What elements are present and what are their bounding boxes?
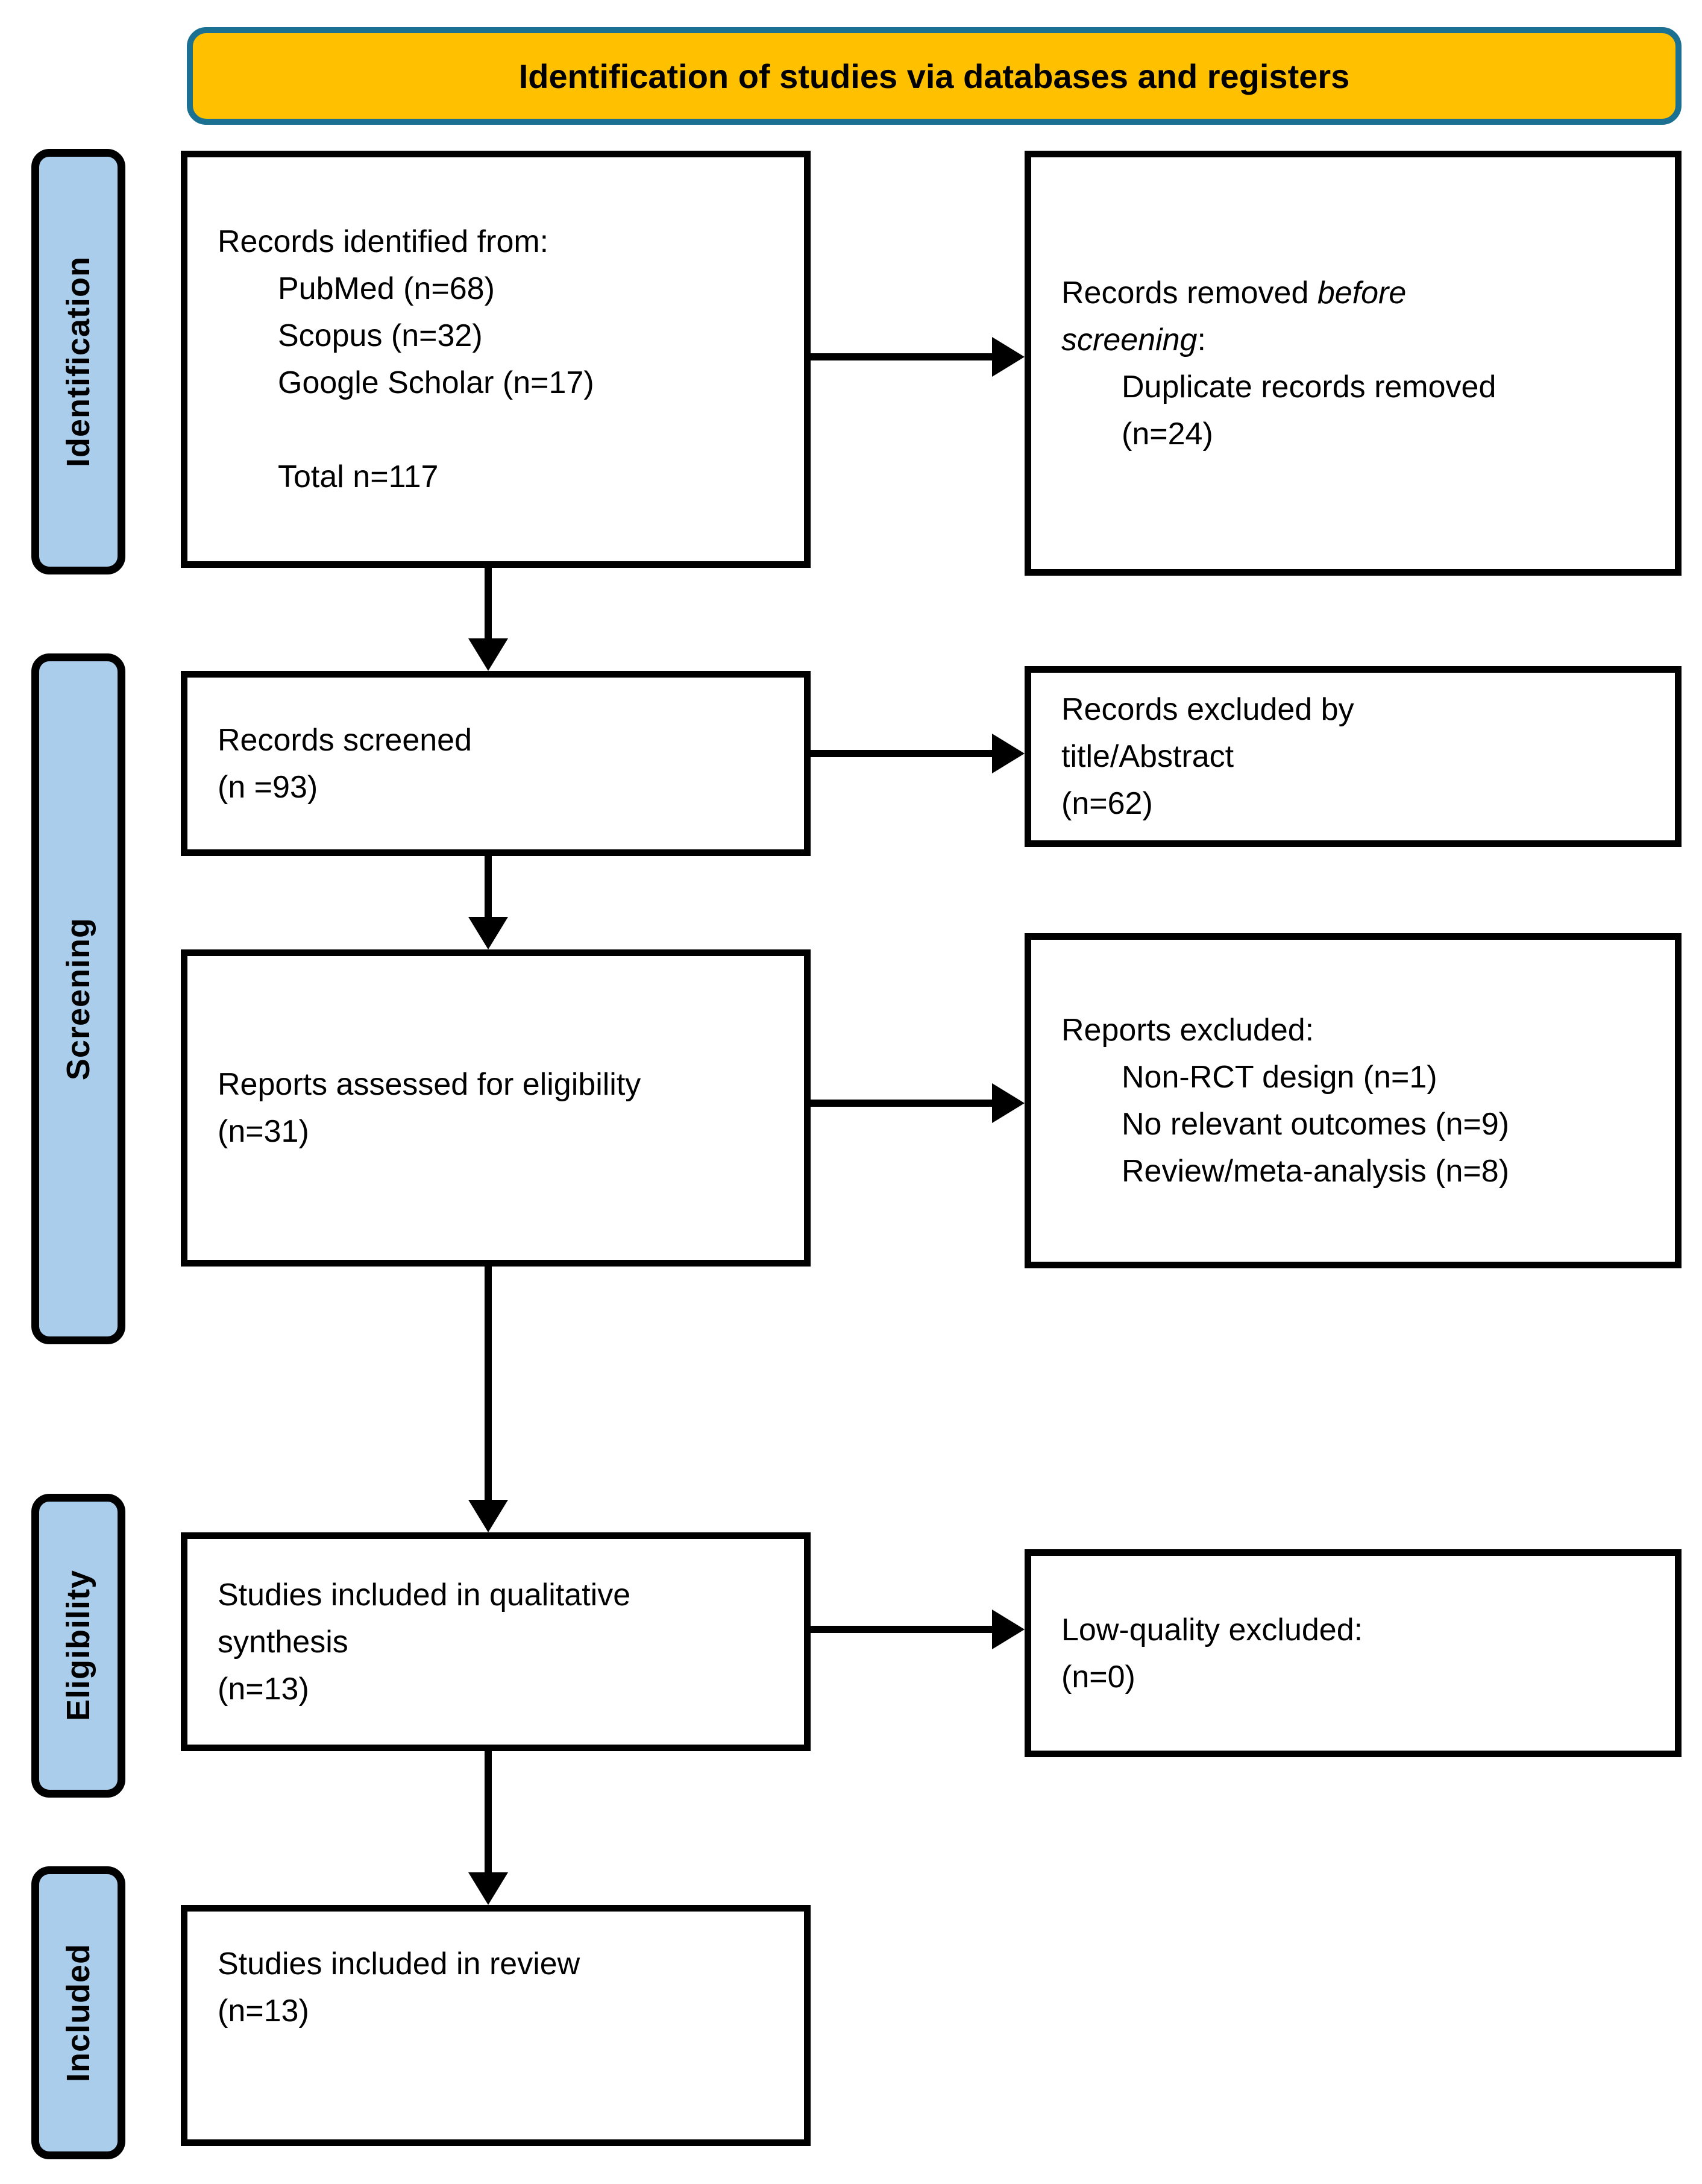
included-review-line1: Studies included in review: [218, 1946, 580, 1981]
records-excluded-line2: title/Abstract: [1061, 739, 1234, 774]
records-removed-line2: screening:: [1061, 316, 1651, 363]
box-records-identified: Records identified from: PubMed (n=68) S…: [181, 151, 811, 568]
stage-label-screening: Screening: [31, 653, 125, 1344]
records-removed-line2-italic: screening: [1061, 322, 1198, 357]
arrow-shaft: [811, 1100, 993, 1107]
included-review-line2: (n=13): [218, 1994, 309, 2028]
arrow-shaft: [811, 353, 993, 360]
spacer-line: [218, 406, 780, 453]
qualitative-line1: Studies included in qualitative: [218, 1577, 631, 1613]
low-quality-line1: Low-quality excluded:: [1061, 1612, 1363, 1647]
arrowhead-down-icon: [468, 638, 508, 671]
records-identified-total: Total n=117: [278, 459, 439, 494]
records-removed-item-line1: Duplicate records removed: [1122, 369, 1496, 404]
arrowhead-down-icon: [468, 1872, 508, 1905]
box-records-screened: Records screened (n =93): [181, 671, 811, 856]
stage-label-identification: Identification: [31, 149, 125, 574]
arrow-shaft: [811, 1626, 993, 1633]
arrowhead-right-icon: [992, 1083, 1025, 1123]
records-removed-line1: Records removed before: [1061, 269, 1651, 316]
stage-label-included-text: Included: [60, 1943, 96, 2082]
records-identified-item: PubMed (n=68): [278, 271, 495, 306]
box-reports-excluded: Reports excluded: Non-RCT design (n=1) N…: [1025, 933, 1682, 1268]
stage-label-screening-text: Screening: [60, 917, 96, 1081]
low-quality-line2: (n=0): [1061, 1659, 1135, 1695]
records-excluded-line1: Records excluded by: [1061, 692, 1354, 727]
box-included-review: Studies included in review (n=13): [181, 1905, 811, 2146]
arrow-shaft: [485, 1267, 492, 1501]
records-removed-item-line2: (n=24): [1122, 416, 1213, 452]
records-removed-line1-italic: before: [1317, 275, 1407, 310]
reports-assessed-line2: (n=31): [218, 1114, 309, 1149]
reports-assessed-line1: Reports assessed for eligibility: [218, 1067, 641, 1102]
arrowhead-right-icon: [992, 337, 1025, 377]
stage-label-eligibility: Eligibility: [31, 1494, 125, 1798]
arrowhead-right-icon: [992, 734, 1025, 773]
box-records-removed: Records removed before screening: Duplic…: [1025, 151, 1682, 576]
stage-label-eligibility-text: Eligibility: [60, 1570, 96, 1722]
records-identified-item: Google Scholar (n=17): [278, 365, 594, 400]
box-qualitative-synthesis: Studies included in qualitative synthesi…: [181, 1532, 811, 1751]
records-screened-line2: (n =93): [218, 769, 318, 805]
stage-label-included: Included: [31, 1866, 125, 2159]
records-identified-item: Scopus (n=32): [278, 318, 483, 353]
arrowhead-down-icon: [468, 917, 508, 949]
qualitative-line2: synthesis: [218, 1624, 348, 1660]
box-reports-assessed: Reports assessed for eligibility (n=31): [181, 949, 811, 1267]
arrow-shaft: [485, 568, 492, 640]
reports-excluded-intro: Reports excluded:: [1061, 1013, 1314, 1048]
header-banner: Identification of studies via databases …: [187, 27, 1682, 125]
reports-excluded-item: No relevant outcomes (n=9): [1122, 1107, 1510, 1142]
header-title: Identification of studies via databases …: [518, 57, 1350, 95]
qualitative-line3: (n=13): [218, 1671, 309, 1707]
arrow-shaft: [811, 750, 993, 757]
arrowhead-down-icon: [468, 1500, 508, 1532]
records-removed-line2-regular: :: [1197, 322, 1206, 357]
records-screened-line1: Records screened: [218, 722, 472, 758]
box-low-quality-excluded: Low-quality excluded: (n=0): [1025, 1549, 1682, 1757]
stage-label-identification-text: Identification: [60, 256, 96, 467]
reports-excluded-item: Review/meta-analysis (n=8): [1122, 1154, 1510, 1189]
arrow-shaft: [485, 1751, 492, 1874]
box-records-excluded: Records excluded by title/Abstract (n=62…: [1025, 666, 1682, 847]
reports-excluded-item: Non-RCT design (n=1): [1122, 1060, 1437, 1095]
records-identified-intro: Records identified from:: [218, 224, 549, 259]
arrowhead-right-icon: [992, 1610, 1025, 1649]
arrow-shaft: [485, 856, 492, 918]
records-excluded-line3: (n=62): [1061, 786, 1153, 821]
records-removed-line1-regular: Records removed: [1061, 275, 1317, 310]
